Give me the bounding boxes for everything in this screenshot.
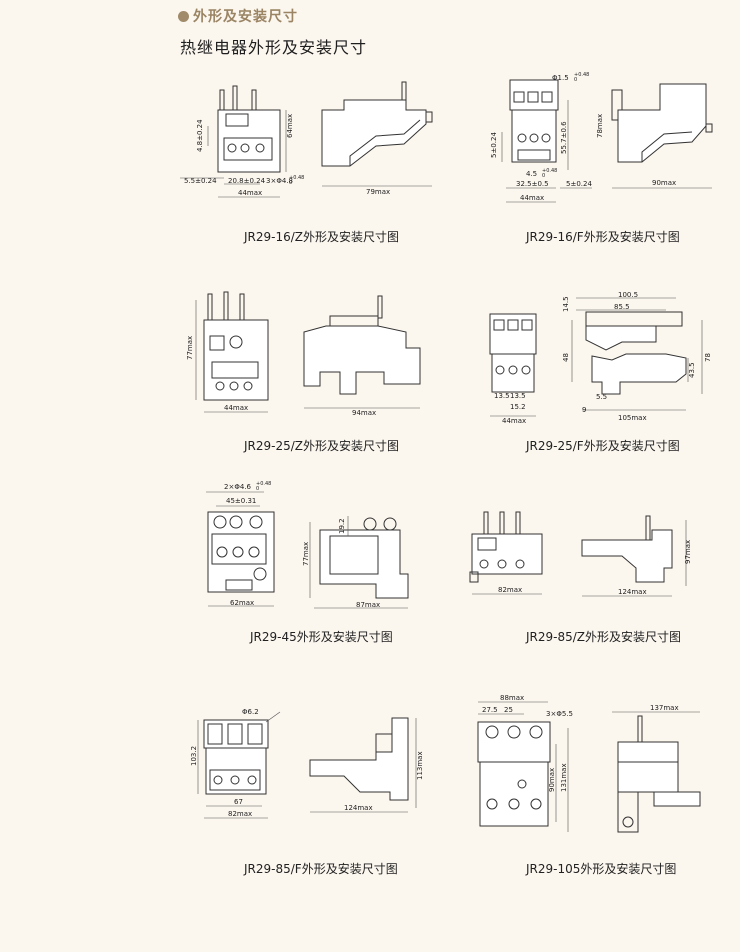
dim-label: 5±0.24 (490, 132, 498, 158)
caption-jr29-16f: JR29-16/F外形及安装尺寸图 (526, 230, 680, 244)
dim-label: 14.5 (562, 296, 570, 312)
drawing-jr29-16f-side: 90max (611, 83, 713, 189)
caption-jr29-85z: JR29-85/Z外形及安装尺寸图 (526, 630, 682, 644)
drawing-jr29-45-front: 2×Φ4.6 +0.48 0 45±0.31 62max (206, 481, 275, 607)
dim-label: 0 (256, 486, 259, 492)
dim-label: 78max (596, 114, 604, 138)
dim-label: 13.5 (510, 392, 526, 400)
caption-jr29-85f: JR29-85/F外形及安装尺寸图 (244, 862, 398, 876)
drawing-jr29-85z-front: 82max (469, 511, 543, 595)
dim-label: Φ1.5 (552, 74, 569, 82)
drawing-jr29-85f-front: Φ6.2 103.2 67 82max (190, 708, 281, 819)
dim-label: 67 (234, 798, 243, 806)
dim-label: 0 (289, 180, 292, 186)
dim-label: 131max (560, 763, 568, 792)
dim-label: 13.5 (494, 392, 510, 400)
dim-label: 0 (542, 173, 545, 179)
drawing-jr29-25f-side: 100.5 85.5 14.5 48 78 43.5 5.5 9 105max (562, 291, 712, 422)
dim-label: 94max (352, 409, 376, 417)
dim-label: 45±0.31 (226, 497, 256, 505)
dim-label: 25 (504, 706, 513, 714)
dim-label: 90max (652, 179, 676, 187)
drawing-jr29-105-front: 88max 27.5 25 3×Φ5.5 90max 131max (477, 694, 573, 832)
dim-label: 90max (548, 768, 556, 792)
caption-jr29-25f: JR29-25/F外形及安装尺寸图 (526, 439, 680, 453)
dim-label: 79max (366, 188, 390, 196)
dim-label: 44max (520, 194, 544, 202)
dim-label: +0.48 (256, 481, 271, 487)
dim-label: +0.48 (574, 72, 589, 78)
bullet-dot-icon (178, 10, 189, 22)
dim-label: 55.7±0.6 (560, 121, 568, 154)
dim-label: 3×Φ5.5 (546, 710, 573, 718)
dim-label: 44max (502, 417, 526, 425)
dim-label: 9 (582, 406, 586, 414)
caption-jr29-25z: JR29-25/Z外形及安装尺寸图 (244, 439, 400, 453)
dim-label: 19.2 (338, 518, 346, 534)
dim-label: 77max (302, 542, 310, 566)
dim-label: 48 (562, 353, 570, 362)
dim-label: +0.48 (542, 168, 557, 174)
dim-label: Φ6.2 (242, 708, 259, 716)
dim-label: 78 (704, 353, 712, 362)
drawing-jr29-25z-front: 77max 44max (186, 291, 269, 413)
dim-label: 32.5±0.5 (516, 180, 549, 188)
drawing-jr29-85f-side: 113max 124max (309, 717, 424, 813)
dim-label: +0.48 (289, 175, 304, 181)
dim-label: 88max (500, 694, 524, 702)
dim-label: 4.8±0.24 (196, 119, 204, 152)
dim-label: 5±0.24 (566, 180, 592, 188)
dim-label: 100.5 (618, 291, 638, 299)
dim-label: 15.2 (510, 403, 526, 411)
drawing-jr29-16z-front: 4.8±0.24 64max 5.5±0.24 20.8±0.24 3×Φ4.8… (180, 85, 304, 198)
dim-label: 44max (224, 404, 248, 412)
dim-label: 43.5 (688, 362, 696, 378)
dim-label: 64max (286, 114, 294, 138)
dim-label: 113max (416, 751, 424, 780)
dim-label: 85.5 (614, 303, 630, 311)
dim-label: 77max (186, 336, 194, 360)
caption-jr29-105: JR29-105外形及安装尺寸图 (526, 862, 677, 876)
dim-label: 5.5 (596, 393, 607, 401)
section-title: 外形及安装尺寸 (193, 9, 298, 25)
dim-label: 3×Φ4.8 (266, 177, 293, 185)
drawing-jr29-16z-side: 79max (321, 81, 433, 196)
dim-label: 124max (618, 588, 647, 596)
dim-label: 137max (650, 704, 679, 712)
dim-label: 103.2 (190, 746, 198, 766)
dim-label: 44max (238, 189, 262, 197)
dim-label: 0 (574, 77, 577, 83)
caption-jr29-45: JR29-45外形及安装尺寸图 (250, 630, 393, 644)
drawing-jr29-85z-side: 97max 124max (581, 515, 692, 597)
drawing-jr29-105-side: 137max (612, 704, 701, 833)
dim-label: 20.8±0.24 (228, 177, 266, 185)
caption-jr29-16z: JR29-16/Z外形及安装尺寸图 (244, 230, 400, 244)
drawing-jr29-45-side: 77max 19.2 87max (302, 516, 409, 609)
dim-label: 105max (618, 414, 647, 422)
page-subtitle: 热继电器外形及安装尺寸 (180, 38, 368, 57)
dim-label: 82max (498, 586, 522, 594)
dim-label: 2×Φ4.6 (224, 483, 252, 491)
dim-label: 62max (230, 599, 254, 607)
dim-label: 82max (228, 810, 252, 818)
dim-label: 87max (356, 601, 380, 609)
dim-label: 4.5 (526, 170, 537, 178)
dim-label: 124max (344, 804, 373, 812)
drawing-jr29-25z-side: 94max (303, 295, 421, 417)
drawing-jr29-25f-front: 13.5 13.5 15.2 44max (489, 313, 537, 425)
drawing-jr29-16f-front: Φ1.5 +0.48 0 78max 55.7±0.6 5±0.24 4.5 +… (490, 72, 604, 203)
dim-label: 97max (684, 540, 692, 564)
dim-label: 5.5±0.24 (184, 177, 217, 185)
section-header: 外形及安装尺寸 (178, 6, 298, 26)
dim-label: 27.5 (482, 706, 498, 714)
